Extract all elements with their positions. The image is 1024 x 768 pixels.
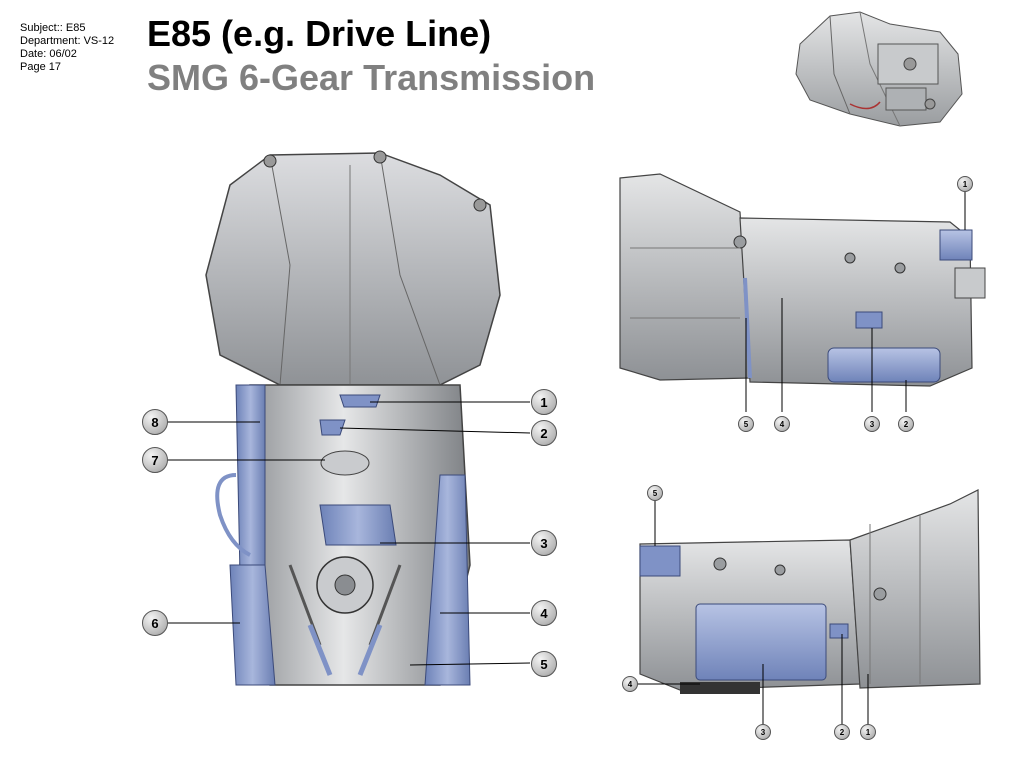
- side-bottom-callout-1: 1: [860, 724, 876, 740]
- main-transmission-front-view: [168, 150, 531, 686]
- meta-date: Date: 06/02: [20, 48, 77, 60]
- side-bottom-callout-2: 2: [834, 724, 850, 740]
- side-view-top-image: [619, 173, 986, 412]
- side-bottom-callout-3: 3: [755, 724, 771, 740]
- document-meta: Subject:: E85 Department: VS-12 Date: 06…: [20, 22, 114, 74]
- main-callout-1: 1: [531, 389, 557, 415]
- main-callout-6: 6: [142, 610, 168, 636]
- meta-page: Page 17: [20, 61, 61, 73]
- thumbnail-transmission-image: [795, 11, 963, 127]
- side-bottom-callout-4: 4: [622, 676, 638, 692]
- side-top-callout-2: 2: [898, 416, 914, 432]
- meta-department: Department: VS-12: [20, 35, 115, 47]
- main-callout-3: 3: [531, 530, 557, 556]
- side-top-callout-4: 4: [774, 416, 790, 432]
- main-callout-2: 2: [531, 420, 557, 446]
- side-top-callout-3: 3: [864, 416, 880, 432]
- page-subtitle: SMG 6-Gear Transmission: [147, 57, 596, 98]
- main-callout-7: 7: [142, 447, 168, 473]
- side-view-bottom-image: [636, 489, 981, 724]
- main-callout-8: 8: [142, 409, 168, 435]
- side-top-callout-5: 5: [738, 416, 754, 432]
- main-callout-5: 5: [531, 651, 557, 677]
- page-title: E85 (e.g. Drive Line): [147, 13, 492, 54]
- main-callout-4: 4: [531, 600, 557, 626]
- meta-subject: Subject:: E85: [20, 22, 86, 34]
- side-bottom-callout-5: 5: [647, 485, 663, 501]
- side-top-callout-1: 1: [957, 176, 973, 192]
